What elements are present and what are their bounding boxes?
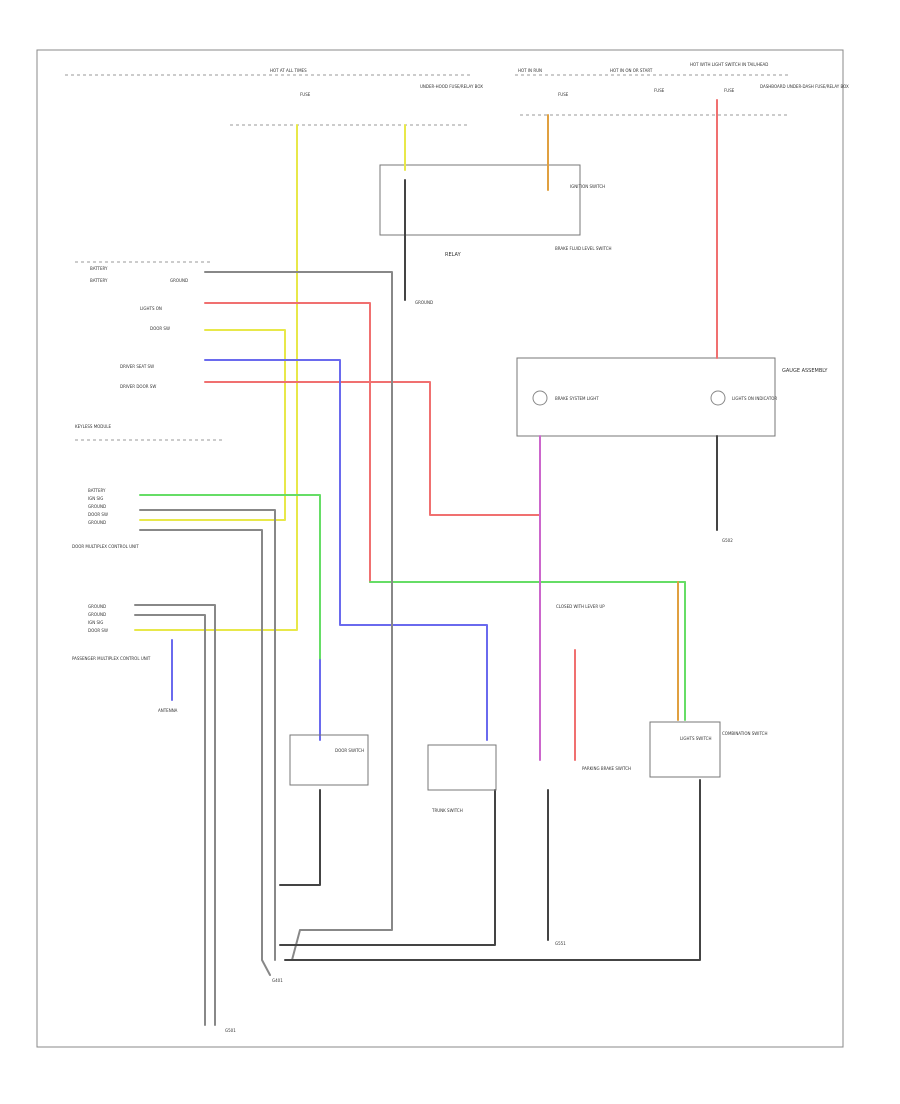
combo-switch-label: COMBINATION SWITCH <box>722 731 767 736</box>
wire-red <box>204 302 686 583</box>
label-dash-fuse: DASHBOARD UNDER-DASH FUSE/RELAY BOX <box>760 84 849 89</box>
wire-yellow-branch <box>139 329 286 521</box>
relay-box <box>379 164 581 236</box>
lights-on-switch-label: LIGHTS SWITCH <box>680 736 711 741</box>
label-fuse-mid: FUSE <box>558 92 569 97</box>
keyless-module-label: KEYLESS MODULE <box>75 424 112 429</box>
door-switch-label: DOOR SWITCH <box>335 748 364 753</box>
wire-red-gauge <box>204 381 541 516</box>
lh-2: IGN SIG <box>88 496 103 501</box>
lower-3: IGN SIG <box>88 620 103 625</box>
ground-relay-label: GROUND <box>415 300 433 305</box>
lh-4: DOOR SW <box>88 512 108 517</box>
unit-title: BATTERY <box>90 266 108 271</box>
gauge-assembly <box>516 357 776 437</box>
wire-gray-4 <box>134 604 216 1026</box>
antenna-label: ANTENNA <box>158 708 178 713</box>
ground-g3-label: G551 <box>555 941 566 946</box>
wire-green <box>139 494 321 661</box>
wire-black-1 <box>279 789 496 946</box>
lower-4: DOOR SW <box>88 628 108 633</box>
lower-1: GROUND <box>88 604 106 609</box>
ground-g1-label: G401 <box>272 978 283 983</box>
ground-g2-label: G501 <box>225 1028 236 1033</box>
label-hot-tail: HOT WITH LIGHT SWITCH IN TAIL/HEAD <box>690 62 768 67</box>
wire-gray-1 <box>204 271 393 961</box>
label-fuse-desc: UNDER-HOOD FUSE/RELAY BOX <box>420 84 483 89</box>
wire-gray-3 <box>139 529 271 976</box>
indicator-lamp-icon <box>710 390 726 406</box>
brake-fluid-label: BRAKE FLUID LEVEL SWITCH <box>555 246 612 251</box>
label-fuse-left: FUSE <box>300 92 311 97</box>
gauge-assembly-label: GAUGE ASSEMBLY <box>782 368 828 374</box>
brake-switch-label: PARKING BRAKE SWITCH <box>582 766 631 771</box>
lh-3: GROUND <box>88 504 106 509</box>
ground-g-right-label: G502 <box>722 538 733 543</box>
door-switch-box <box>289 734 369 786</box>
label-hot-run: HOT IN RUN <box>518 68 542 73</box>
conn-1-label: BATTERY <box>90 278 108 283</box>
wire-blue <box>204 359 488 741</box>
wire-yellow <box>134 124 298 631</box>
lower-2: GROUND <box>88 612 106 617</box>
trunk-switch-label: TRUNK SWITCH <box>431 808 463 813</box>
label-hot-all: HOT AT ALL TIMES <box>270 68 307 73</box>
label-hot-start: HOT IN ON OR START <box>610 68 653 73</box>
label-fuse-r2: FUSE <box>724 88 735 93</box>
conn-2-label: GROUND <box>170 278 188 283</box>
lh-5: GROUND <box>88 520 106 525</box>
wire-green-right <box>369 581 686 721</box>
diagram-frame <box>36 49 844 1048</box>
wire-black-2 <box>284 779 701 961</box>
wire-black-4 <box>279 789 321 886</box>
brake-switch-note: CLOSED WITH LEVER UP <box>556 604 605 609</box>
relay-label: IGNITION SWITCH <box>570 184 605 189</box>
brake-lamp-icon <box>532 390 548 406</box>
lower-title: PASSENGER MULTIPLEX CONTROL UNIT <box>72 656 151 661</box>
wire-gray-5 <box>134 614 206 1026</box>
brake-lamp-label: BRAKE SYSTEM LIGHT <box>555 396 599 401</box>
trunk-switch-box <box>427 744 497 791</box>
lights-switch-box <box>649 721 721 778</box>
conn-4-label: DOOR SW <box>150 326 170 331</box>
conn-3-label: LIGHTS ON <box>140 306 162 311</box>
conn-6-label: DRIVER DOOR SW <box>120 384 156 389</box>
label-fuse-r1: FUSE <box>654 88 665 93</box>
lh-title: DOOR MULTIPLEX CONTROL UNIT <box>72 544 139 549</box>
conn-5-label: DRIVER SEAT SW <box>120 364 154 369</box>
lights-on-lamp-label: LIGHTS ON INDICATOR <box>732 396 777 401</box>
relay-box-label: RELAY <box>445 252 462 258</box>
lh-1: BATTERY <box>88 488 106 493</box>
wire-gray-2 <box>139 509 276 961</box>
